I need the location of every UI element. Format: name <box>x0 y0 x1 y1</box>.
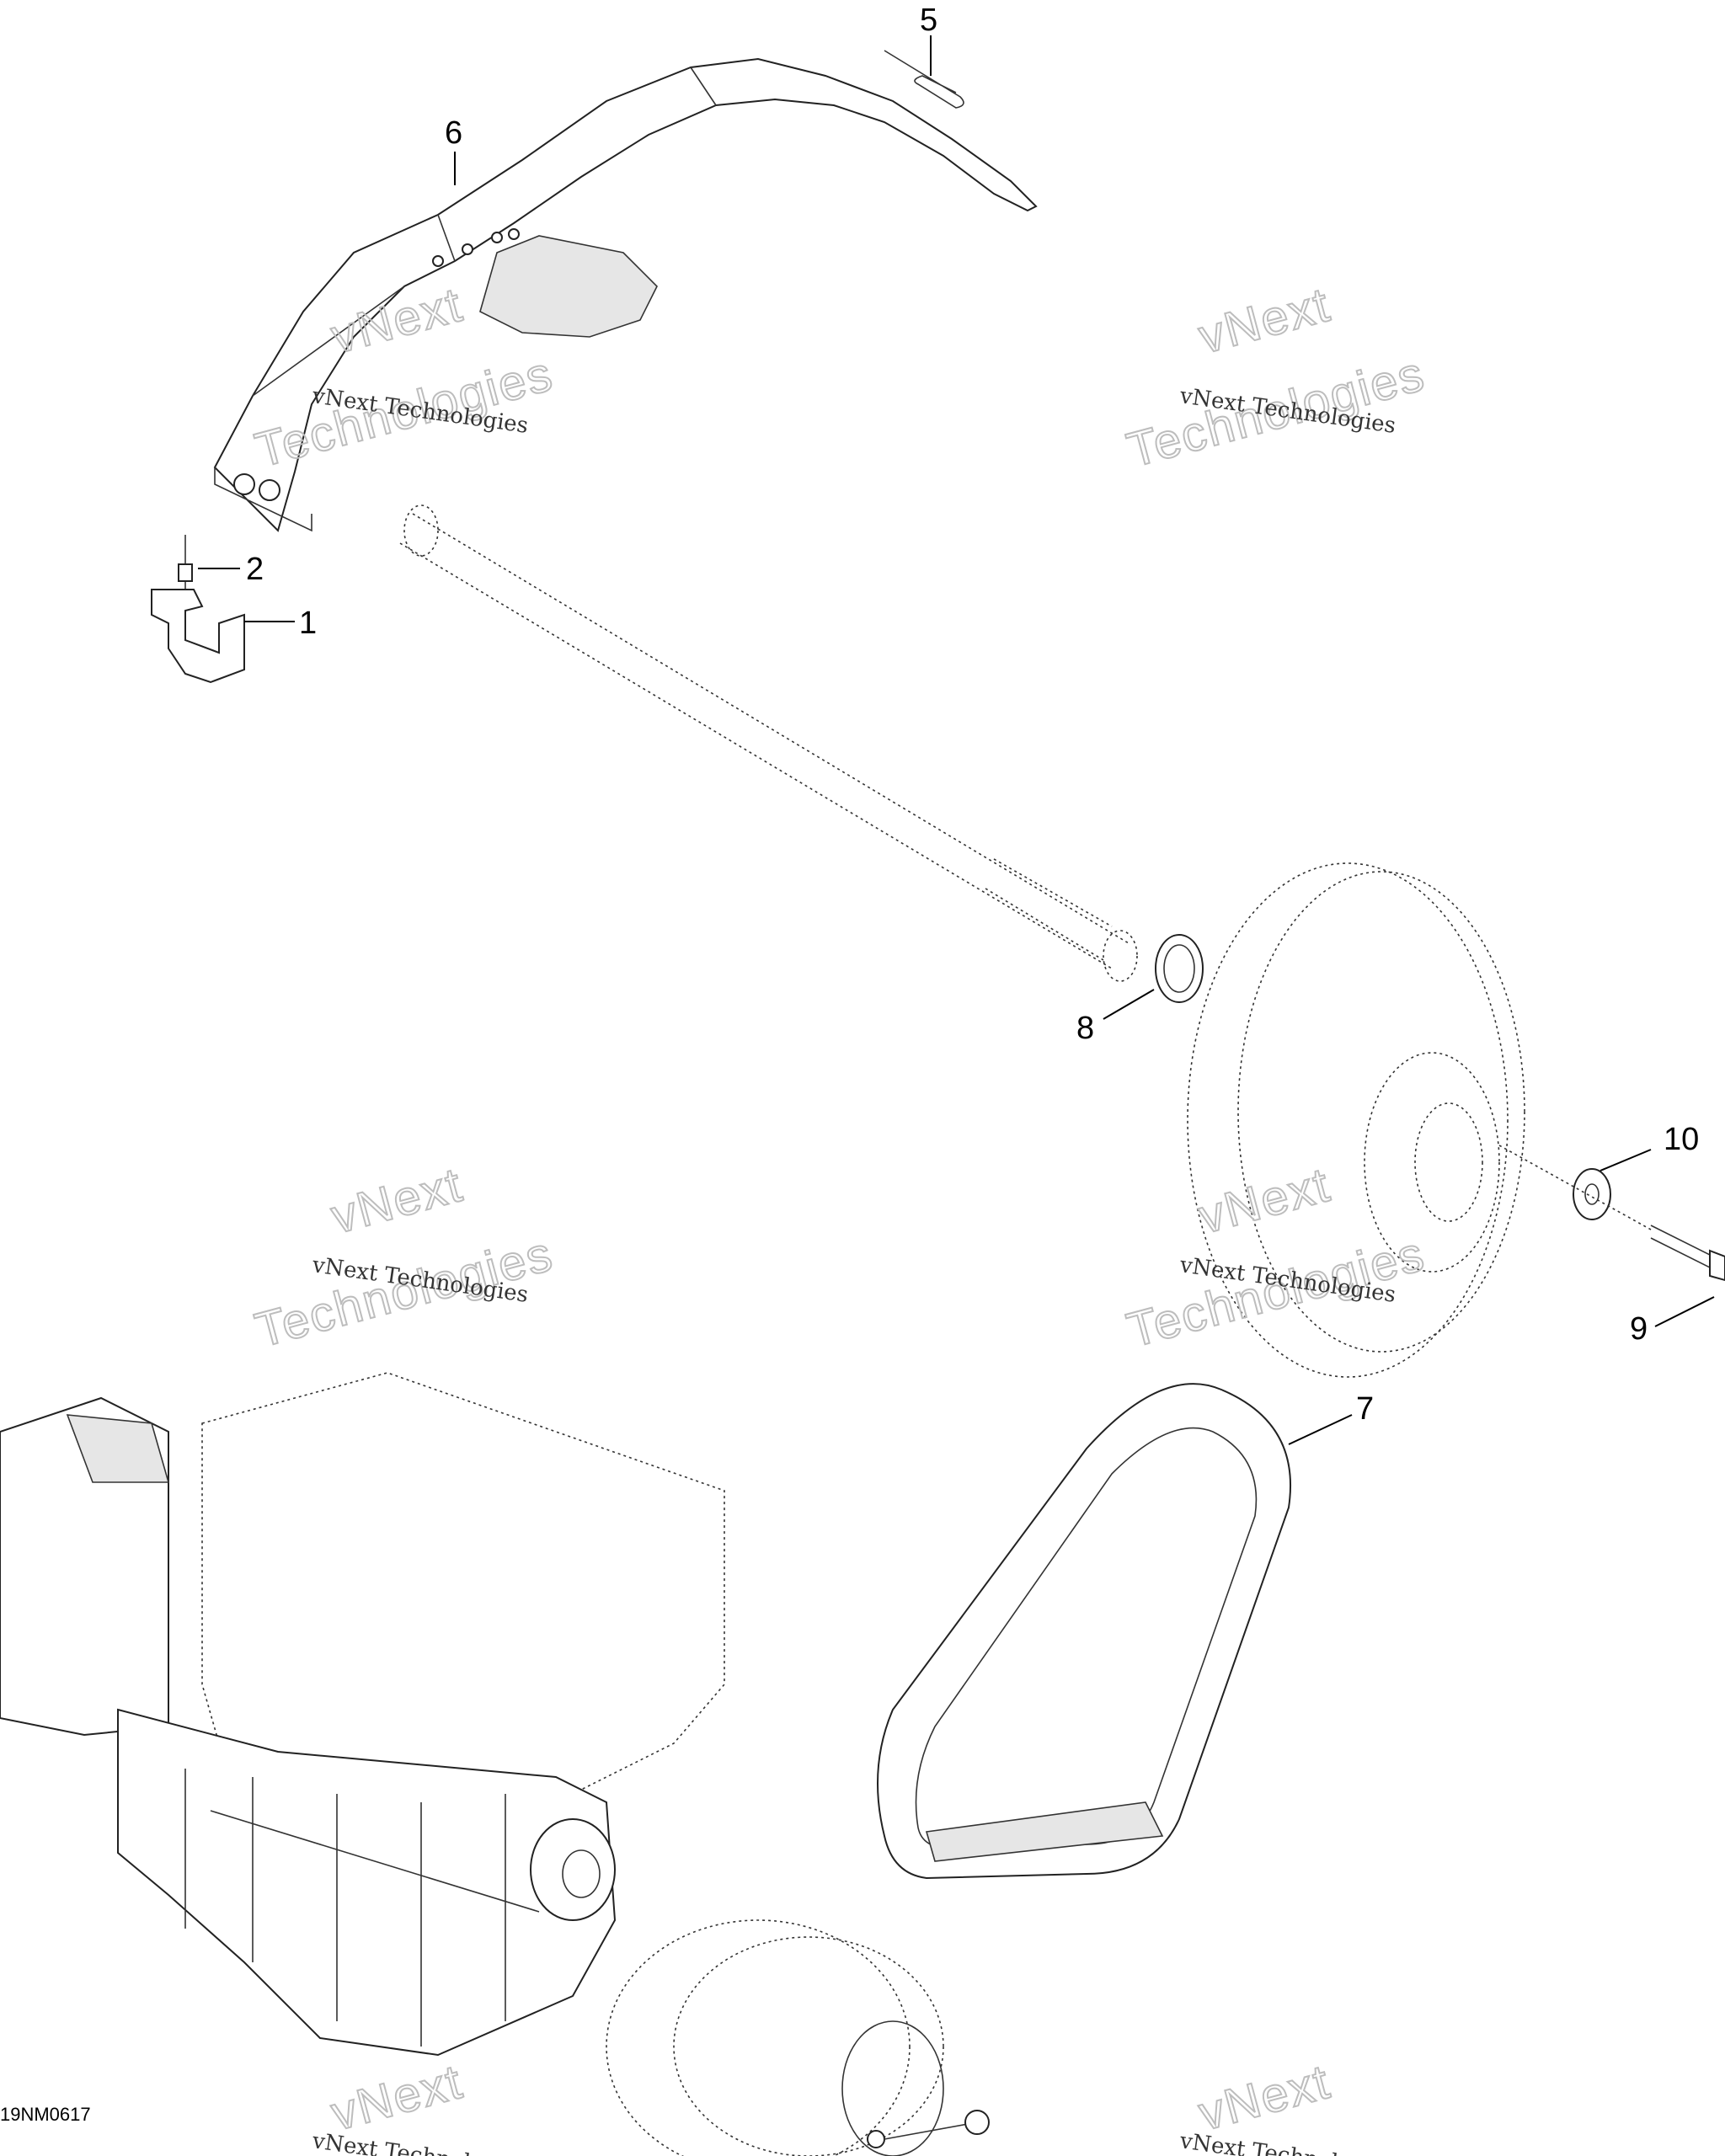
callout-6: 6 <box>445 115 462 185</box>
engine-assembly <box>0 1372 725 2057</box>
svg-text:vNext Technologies: vNext Technologies <box>1178 2128 1397 2156</box>
belt-guard-part-6 <box>213 57 1038 532</box>
svg-text:9: 9 <box>1630 1311 1648 1347</box>
driven-pulley <box>1187 862 1525 1378</box>
bracket-part-1 <box>151 589 245 684</box>
svg-text:2: 2 <box>246 552 264 587</box>
washer-part-10 <box>1498 1145 1652 1230</box>
svg-text:10: 10 <box>1664 1122 1699 1157</box>
washer-part-8 <box>1155 934 1204 1003</box>
drive-pulley <box>606 1919 990 2156</box>
bolt-part-9 <box>1650 1225 1725 1282</box>
svg-text:vNext: vNext <box>1194 2054 1337 2142</box>
watermark-top-right: vNext Technologies vNext Technologies <box>1121 276 1432 479</box>
callout-8: 8 <box>1076 989 1155 1046</box>
svg-text:5: 5 <box>920 3 937 38</box>
drive-belt-part-7 <box>877 1383 1292 1880</box>
pin-part-2 <box>178 535 193 590</box>
callout-9: 9 <box>1630 1296 1715 1347</box>
callout-10: 10 <box>1599 1122 1699 1171</box>
svg-text:vNext: vNext <box>326 1157 469 1245</box>
watermark-bottom-right: vNext vNext Technologies <box>1178 2053 1397 2156</box>
watermark-mid-left: vNext Technologies vNext Technologies <box>249 1156 560 1359</box>
drive-shaft <box>399 504 1138 982</box>
callout-7: 7 <box>1288 1391 1374 1445</box>
callout-5: 5 <box>920 3 937 76</box>
watermark-bottom-left: vNext vNext Technologies <box>310 2053 530 2156</box>
watermark-mid-right: vNext Technologies vNext Technologies <box>1121 1156 1432 1359</box>
hairpin-clip-part-5 <box>884 50 964 109</box>
svg-text:1: 1 <box>299 606 317 641</box>
callout-2: 2 <box>198 552 264 587</box>
svg-text:8: 8 <box>1076 1011 1094 1046</box>
svg-text:vNext: vNext <box>326 2054 469 2142</box>
svg-text:vNext Technologies: vNext Technologies <box>310 2128 530 2156</box>
svg-text:vNext: vNext <box>1194 277 1337 365</box>
svg-text:vNext: vNext <box>1194 1157 1337 1245</box>
svg-text:7: 7 <box>1356 1391 1374 1427</box>
callout-1: 1 <box>244 606 317 641</box>
figure-reference-code: 19NM0617 <box>0 2104 91 2125</box>
svg-text:6: 6 <box>445 115 462 151</box>
